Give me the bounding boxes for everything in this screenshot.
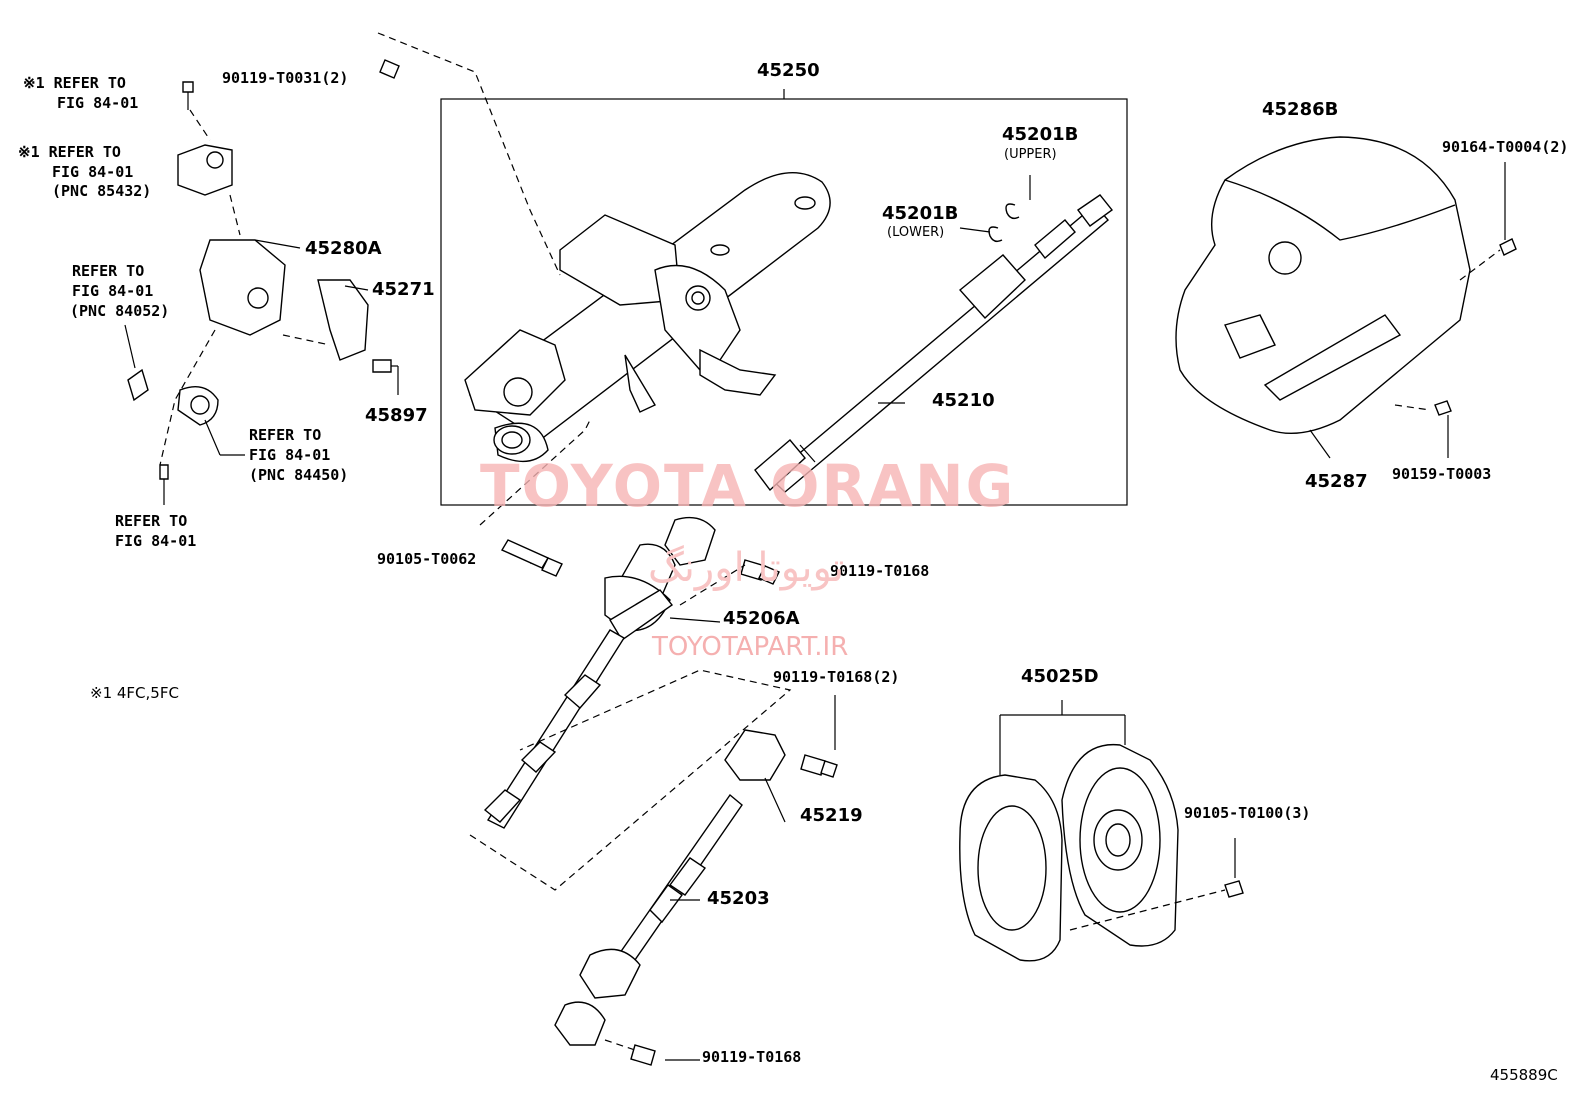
ref2-line3: (PNC 85432) (52, 182, 152, 200)
clip-lower (988, 226, 1003, 243)
label-45286b: 45286B (1262, 99, 1339, 120)
shaft-45210-drawing (754, 194, 1114, 493)
label-45206a: 45206A (723, 608, 800, 629)
label-45219: 45219 (800, 805, 863, 826)
watermark-brand: TOYOTA ORANG (480, 452, 1016, 520)
footnote: ※1 4FC,5FC (90, 684, 179, 702)
label-90119-t0168-2: 90119-T0168(2) (773, 668, 900, 686)
ref4-line3: (PNC 84450) (249, 466, 349, 484)
label-90119-t0031: 90119-T0031(2) (222, 69, 349, 87)
label-90105-t0062: 90105-T0062 (377, 550, 477, 568)
intermediate-shaft-drawing (469, 419, 792, 891)
figure-id: 455889C (1490, 1066, 1558, 1084)
ref3-line2: FIG 84-01 (72, 282, 154, 300)
ref5-line2: FIG 84-01 (115, 532, 197, 550)
ref4-line2: FIG 84-01 (249, 446, 331, 464)
ref1-line2: FIG 84-01 (57, 94, 139, 112)
label-45025d: 45025D (1021, 666, 1099, 687)
ref1-line1: ※1 REFER TO (23, 74, 126, 92)
label-45280a: 45280A (305, 238, 382, 259)
label-90119-t0168-b: 90119-T0168 (702, 1048, 802, 1066)
lower-shaft-drawing (554, 695, 838, 1066)
ref4-line1: REFER TO (249, 426, 322, 444)
label-45201b-upper-note: (UPPER) (1004, 147, 1057, 162)
watermark-site: TOYOTAPART.IR (652, 632, 849, 662)
label-90159-t0003: 90159-T0003 (1392, 465, 1492, 483)
ref2-line1: ※1 REFER TO (18, 143, 121, 161)
label-45201b-upper: 45201B (1002, 124, 1079, 145)
label-45250: 45250 (757, 60, 820, 81)
clip-upper (1005, 203, 1020, 220)
ref3-line1: REFER TO (72, 262, 145, 280)
ref5-line1: REFER TO (115, 512, 188, 530)
label-45203: 45203 (707, 888, 770, 909)
label-45897: 45897 (365, 405, 428, 426)
label-45210: 45210 (932, 390, 995, 411)
ref2-line2: FIG 84-01 (52, 163, 134, 181)
steering-column-drawing (464, 172, 831, 463)
label-90164-t0004: 90164-T0004(2) (1442, 138, 1569, 156)
boot-45025d-drawing (959, 700, 1244, 962)
label-45201b-lower: 45201B (882, 203, 959, 224)
label-45287: 45287 (1305, 471, 1368, 492)
label-45271: 45271 (372, 279, 435, 300)
left-group-drawing (124, 81, 399, 505)
label-45201b-lower-note: (LOWER) (887, 225, 945, 240)
watermark-arabic: تویوتا اورنگ (648, 545, 845, 591)
ref3-line3: (PNC 84052) (70, 302, 170, 320)
label-90119-t0168-a: 90119-T0168 (830, 562, 930, 580)
label-90105-t0100: 90105-T0100(3) (1184, 804, 1311, 822)
column-cover-drawing (1175, 136, 1517, 459)
